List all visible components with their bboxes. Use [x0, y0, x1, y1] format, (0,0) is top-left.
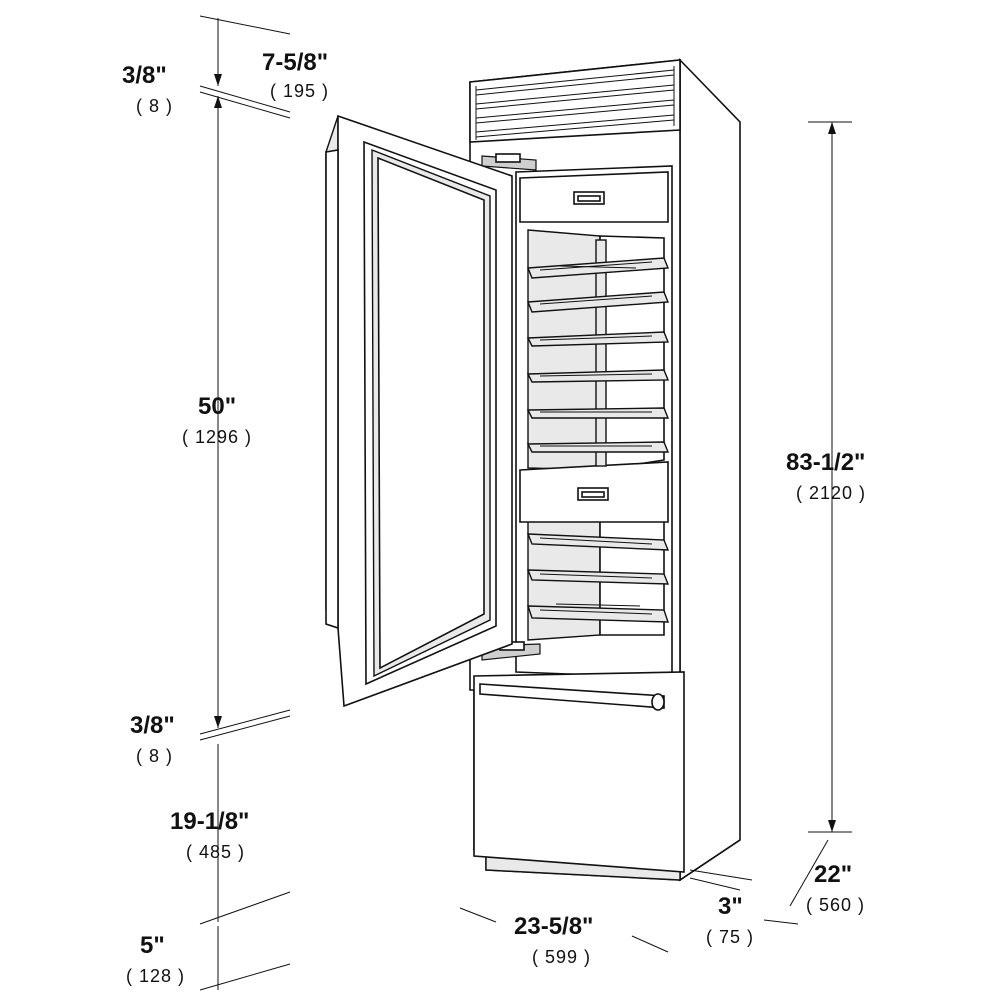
drawer-height-metric: ( 485 ) [186, 842, 245, 862]
toe-kick-metric: ( 128 ) [126, 966, 185, 986]
door-height-label: 50" [198, 393, 236, 420]
mid-reveal-label: 3/8" [130, 712, 175, 739]
top-reveal-label: 3/8" [122, 62, 167, 89]
overall-height-label: 83-1/2" [786, 449, 865, 476]
rack-5 [526, 407, 670, 419]
mid-reveal-metric: ( 8 ) [136, 746, 173, 766]
top-grille [469, 59, 681, 143]
bottom-drawer [473, 671, 685, 873]
rack-2 [526, 291, 670, 313]
width-label: 23-5/8" [514, 913, 593, 940]
bottom-dimension-lines [459, 907, 669, 953]
top-hinge-icon [481, 153, 537, 171]
top-reveal-metric: ( 8 ) [136, 96, 173, 116]
drawer-height-label: 19-1/8" [170, 808, 249, 835]
width-metric: ( 599 ) [532, 947, 591, 967]
toe-kick-label: 5" [140, 932, 165, 959]
wine-racks [526, 257, 670, 623]
rack-6 [526, 441, 670, 453]
rack-8 [526, 569, 670, 585]
left-dimension-lines [199, 15, 291, 991]
rack-7 [526, 533, 670, 551]
rack-1 [526, 257, 670, 279]
depth-metric: ( 560 ) [806, 895, 865, 915]
rack-4 [526, 369, 670, 383]
right-dimension-lines [689, 121, 852, 925]
rack-9 [527, 603, 669, 623]
panel-depth-label: 3" [718, 893, 743, 920]
glass-door [325, 114, 513, 708]
rack-3 [526, 331, 670, 347]
overall-height-metric: ( 2120 ) [796, 483, 866, 503]
panel-depth-metric: ( 75 ) [706, 927, 754, 947]
top-height-label: 7-5/8" [262, 49, 328, 76]
depth-label: 22" [814, 861, 852, 888]
wine-interior [515, 165, 673, 679]
top-height-metric: ( 195 ) [270, 81, 329, 101]
door-height-metric: ( 1296 ) [182, 427, 252, 447]
